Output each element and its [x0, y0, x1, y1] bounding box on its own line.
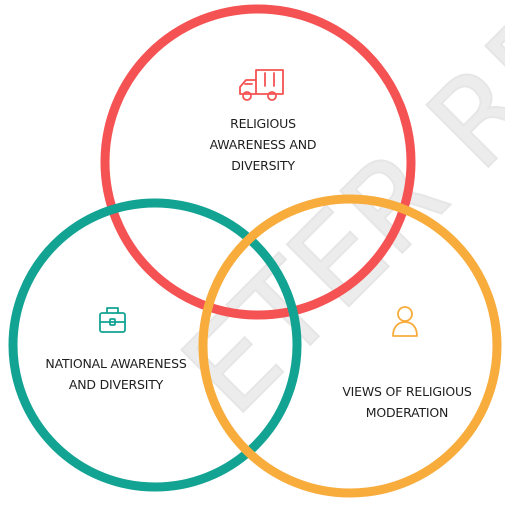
- label-religious-moderation: VIEWS OF RELIGIOUS MODERATION: [312, 381, 502, 423]
- label-line: DIVERSITY: [231, 158, 295, 173]
- label-line: VIEWS OF RELIGIOUS: [342, 384, 472, 399]
- label-line: NATIONAL AWARENESS: [45, 356, 187, 371]
- truck-icon: [239, 69, 284, 101]
- circle-religious-awareness: [100, 4, 416, 320]
- label-line: MODERATION: [365, 405, 449, 420]
- circle-national-awareness: [8, 198, 302, 492]
- circle-religious-moderation: [198, 194, 502, 498]
- label-line: AND DIVERSITY: [68, 377, 164, 392]
- label-line: RELIGIOUS: [230, 116, 296, 131]
- label-religious-awareness: RELIGIOUS AWARENESS AND DIVERSITY: [168, 113, 358, 176]
- briefcase-icon: [99, 307, 126, 333]
- label-national-awareness: NATIONAL AWARENESS AND DIVERSITY: [18, 353, 214, 395]
- user-icon: [392, 306, 418, 337]
- label-line: AWARENESS AND: [209, 137, 317, 152]
